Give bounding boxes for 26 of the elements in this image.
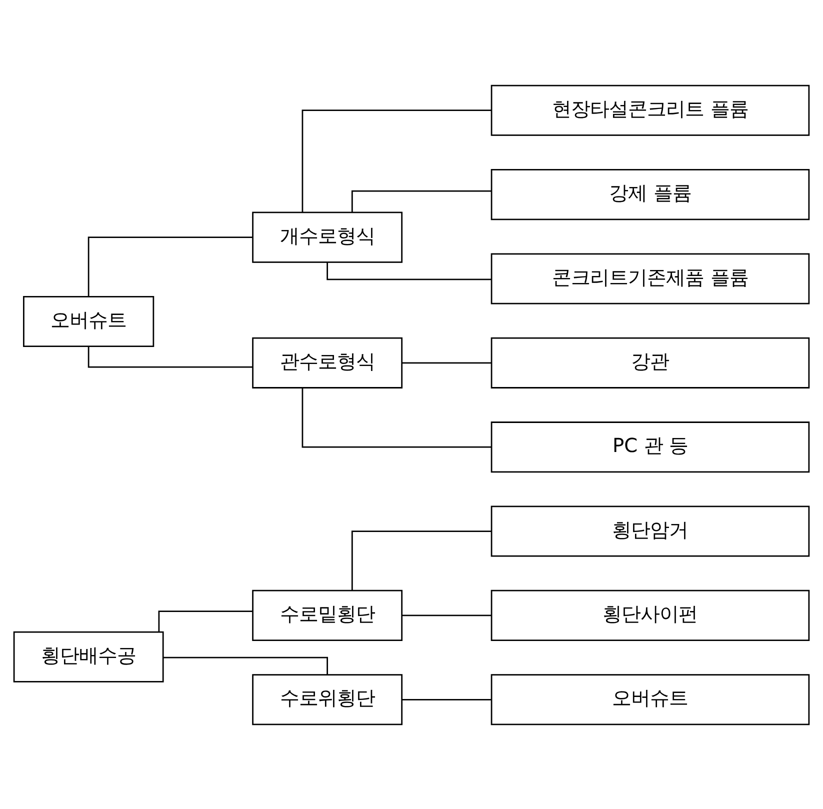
node-box: 개수로형식 [252, 211, 403, 262]
node-box: 오버슈트 [23, 295, 154, 347]
connector [326, 262, 492, 280]
node-box: 콘크리트기존제품 플륨 [490, 252, 810, 304]
connector [402, 362, 491, 364]
node-box: 횡단사이펀 [490, 589, 810, 640]
connector [88, 236, 252, 296]
connector [163, 656, 328, 674]
node-box: 수로밑횡단 [252, 589, 403, 640]
connector [88, 346, 252, 368]
node-box: 현장타설콘크리트 플륨 [490, 84, 810, 136]
connector [402, 614, 491, 616]
node-box: 횡단암거 [490, 505, 810, 556]
node-box: 오버슈트 [490, 674, 810, 725]
connector [402, 698, 491, 700]
node-box: 강관 [490, 336, 810, 388]
node-box: 강제 플륨 [490, 168, 810, 220]
node-box: PC 관 등 [490, 421, 810, 472]
connector [302, 109, 492, 212]
node-box: 수로위횡단 [252, 674, 403, 725]
node-box: 관수로형식 [252, 336, 403, 388]
connector [351, 530, 492, 590]
connector [158, 610, 252, 632]
connector [302, 388, 492, 448]
connector [351, 190, 492, 212]
node-box: 횡단배수공 [13, 630, 164, 682]
